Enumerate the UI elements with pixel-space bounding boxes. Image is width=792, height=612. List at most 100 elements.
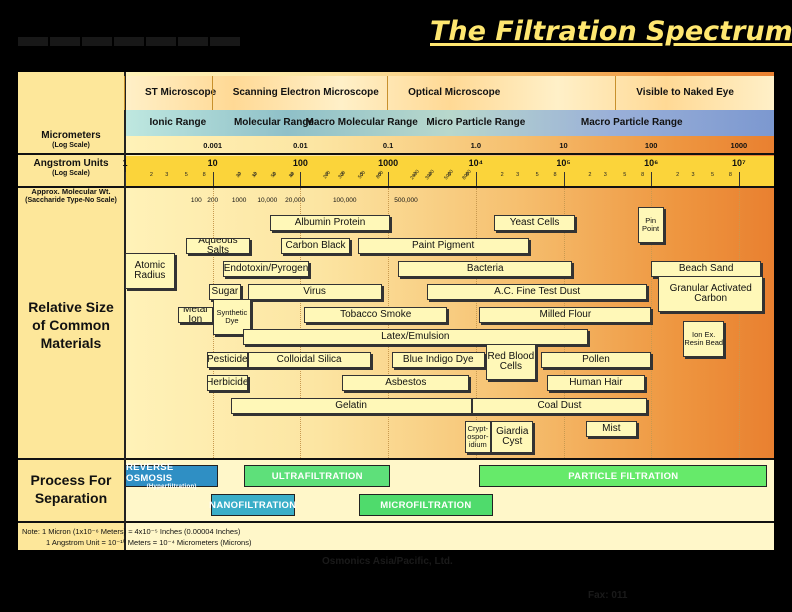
note: Note: 1 Micron (1x10⁻⁶ Meters) ≈ 4x10⁻⁵ …: [22, 527, 252, 547]
micrometer-tick: 0.1: [382, 141, 394, 150]
range-label: Macro Molecular Range: [305, 117, 418, 128]
mw-label: 100: [190, 197, 202, 204]
process-bar: ULTRAFILTRATION: [244, 465, 391, 487]
process-label: ULTRAFILTRATION: [271, 470, 363, 482]
angstrom-minor-label: 80: [287, 170, 296, 180]
angstrom-minor-label: 20: [235, 170, 244, 180]
minor-tick: 3: [516, 172, 520, 178]
angstrom-minor-label: 50: [269, 170, 279, 180]
mw-label: 500,000: [394, 197, 418, 204]
material-bar: Bacteria: [398, 261, 573, 277]
process-label: PARTICLE FILTRATION: [568, 470, 679, 482]
material-bar: Sugar: [208, 284, 242, 300]
material-bar: Gelatin: [230, 398, 472, 414]
minor-tick: 5: [360, 172, 364, 178]
minor-tick: 3: [340, 172, 344, 178]
material-bar: Yeast Cells: [493, 215, 576, 231]
material-bar: Milled Flour: [479, 307, 652, 323]
process-bar: REVERSE OSMOSIS(Hyperfiltration): [125, 462, 219, 490]
mw-label: 1000: [231, 197, 247, 204]
microscope-label: Scanning Electron Microscope: [232, 87, 379, 98]
angstrom-minor-label: 800: [374, 169, 385, 181]
angstrom-minor-label: 2000: [408, 168, 421, 182]
grid-line: [475, 188, 477, 458]
footer-company: Osmonics Asia/Pacific, Ltd.: [322, 556, 453, 567]
minor-tick: 8: [553, 172, 557, 178]
process-label: Process For Separation: [30, 472, 112, 506]
minor-tick: 8: [378, 172, 382, 178]
minor-tick: 8: [465, 172, 469, 178]
material-bar: Beach Sand: [651, 261, 762, 277]
microscope-label: Visible to Naked Eye: [636, 87, 734, 98]
material-bar: Pollen: [540, 352, 652, 368]
minor-tick: 8: [290, 172, 294, 178]
material-bar: Pin Point: [637, 207, 664, 243]
angstrom-tick-line: [651, 172, 653, 186]
angstrom-tick-line: [563, 172, 565, 186]
page-title: The Filtration Spectrum: [430, 16, 792, 47]
microscope-marker: [211, 76, 213, 110]
material-bar: Granular Activated Carbon: [658, 276, 764, 312]
angstrom-tick: 1000: [378, 158, 399, 168]
grid-line: [388, 188, 390, 458]
micrometer-tick: 10: [559, 141, 568, 150]
minor-tick: 5: [535, 172, 539, 178]
material-bar: Herbicide: [206, 375, 249, 391]
material-bar: Coal Dust: [471, 398, 647, 414]
grid-line: [738, 188, 740, 458]
angstrom-minor-label: 3000: [424, 168, 436, 182]
minor-tick: 5: [710, 172, 715, 178]
process-bar: PARTICLE FILTRATION: [479, 465, 768, 487]
grid-line: [300, 188, 302, 458]
micrometer-tick: 1.0: [470, 141, 482, 150]
minor-tick: 5: [447, 172, 451, 178]
range-label: Macro Particle Range: [580, 117, 683, 128]
range-label: Micro Particle Range: [426, 117, 526, 128]
minor-tick: 3: [165, 172, 169, 178]
relative-size-label: Relative Size of Common Materials: [28, 299, 114, 352]
angstrom-tick: 10⁶: [644, 158, 659, 168]
process-label: MICROFILTRATION: [380, 499, 472, 511]
microscope-marker: [387, 76, 389, 110]
divider-line: [18, 186, 774, 188]
material-bar: Albumin Protein: [269, 215, 391, 231]
material-bar: Crypt-ospor-idium: [464, 421, 491, 453]
minor-tick: 8: [202, 172, 206, 178]
filtration-chart: Micrometers (Log Scale) Angstrom Units (…: [18, 72, 774, 550]
angstrom-tick: 1: [122, 158, 128, 168]
angstrom-tick-line: [475, 172, 477, 186]
micrometers-label: Micrometers (Log Scale): [41, 130, 101, 149]
minor-tick: 5: [184, 172, 188, 178]
material-bar: Virus: [247, 284, 382, 300]
angstrom-minor-label: 8000: [461, 168, 474, 182]
minor-tick: 8: [728, 172, 732, 178]
divider-line: [18, 521, 774, 523]
minor-tick: 2: [237, 172, 241, 178]
minor-tick: 3: [253, 172, 257, 178]
angstrom-minor-label: 30: [250, 170, 259, 180]
angstrom-tick: 10⁴: [468, 158, 484, 168]
microscope-marker: [615, 76, 617, 110]
range-label: Molecular Range: [233, 117, 314, 128]
microscope-band: [125, 76, 774, 110]
minor-tick: 5: [272, 172, 276, 178]
angstrom-minor-label: 300: [337, 169, 348, 181]
minor-tick: 2: [588, 172, 592, 178]
angstrom-tick: 10: [207, 158, 218, 168]
material-bar: Paint Pigment: [357, 238, 529, 254]
material-bar: Atomic Radius: [125, 253, 175, 289]
footer-fax: Fax: 011: [588, 590, 628, 601]
angstrom-tick: 100: [292, 158, 308, 168]
angstrom-tick-line: [125, 172, 126, 186]
minor-tick: 3: [691, 172, 695, 178]
process-label: REVERSE OSMOSIS: [126, 462, 174, 484]
minor-tick: 2: [412, 172, 417, 178]
process-label: NANOFILTRATION: [209, 499, 297, 511]
micrometer-tick: 0.001: [203, 141, 223, 150]
micrometer-tick: 0.01: [293, 141, 308, 150]
microscope-label: ST Microscope: [145, 87, 217, 98]
grid-line: [563, 188, 565, 458]
divider-line: [18, 153, 774, 155]
minor-tick: 3: [603, 172, 607, 178]
material-bar: Ion Ex. Resin Bead: [682, 321, 725, 357]
